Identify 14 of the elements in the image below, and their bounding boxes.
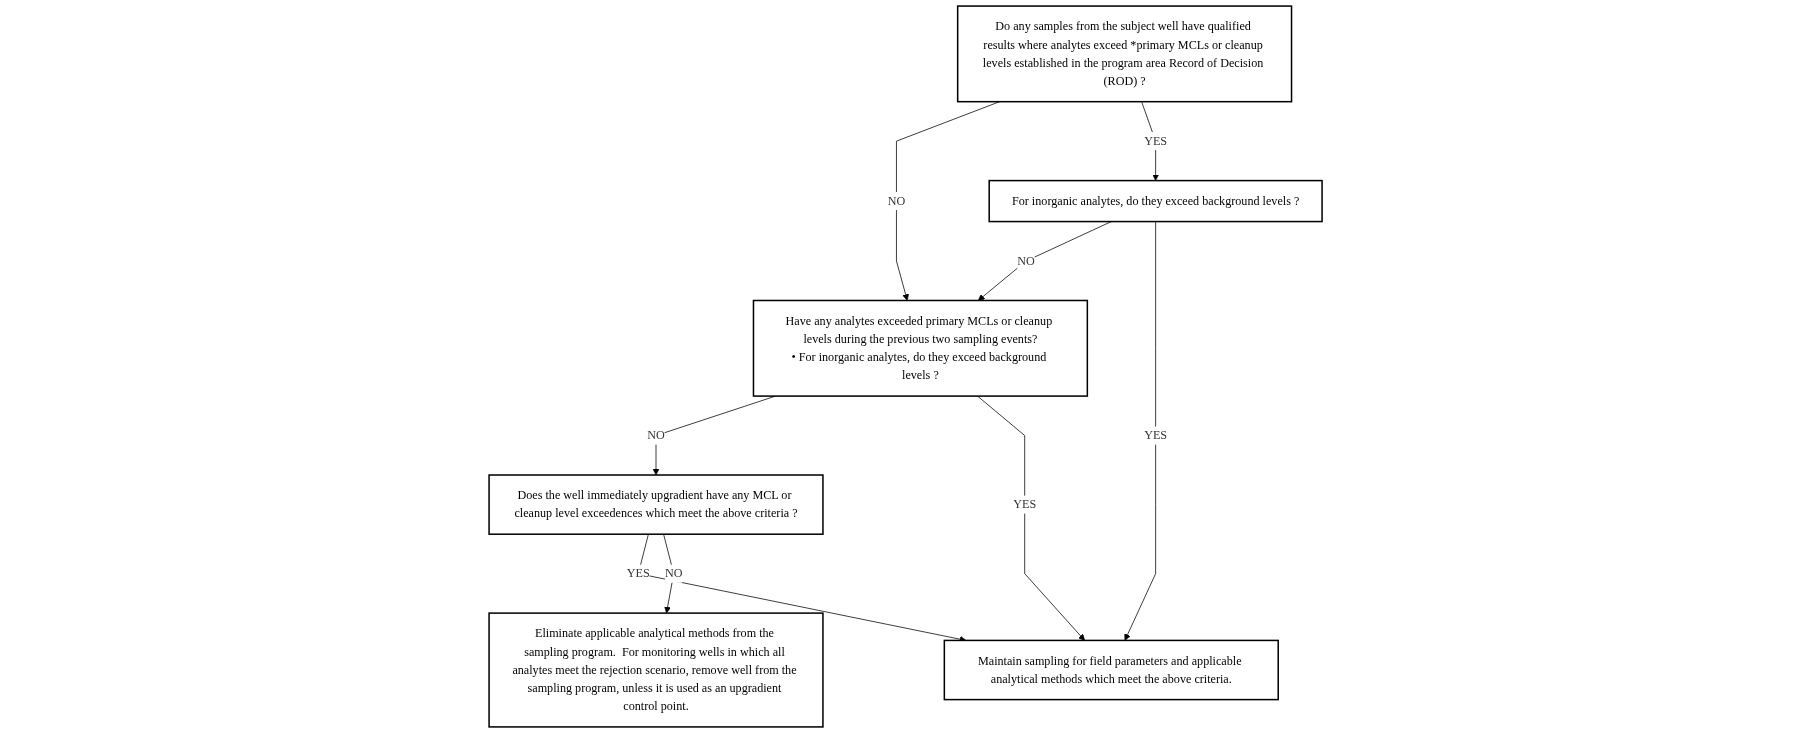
node-box: Do any samples from the subject well have qualified results where analytes exceed *primary MCLs or cleanup levels established in the program area Record of Decision (ROD) ? (957, 5, 1293, 103)
edge-label: NO (665, 566, 683, 580)
node-box: Have any analytes exceeded primary MCLs or cleanup levels during the previous two sampling events? • For inorganic analytes, do they exceed background levels ? (753, 299, 1089, 397)
node-box: For inorganic analytes, do they exceed background levels ? (988, 179, 1324, 223)
node-box: Eliminate applicable analytical methods from the sampling program. For monitoring wells in which all analytes meet the rejection scenario, remove well from the sampling program, unless it is used as an upgradient control point. (488, 612, 825, 728)
edge-label: NO (888, 194, 906, 208)
node-box: Does the well immediately upgradient have any MCL or cleanup level exceedences which meet the above criteria ? (488, 474, 825, 535)
edge-label: YES (1144, 428, 1168, 442)
node-box: Maintain sampling for field parameters and applicable analytical methods which meet the above criteria. (944, 639, 1280, 701)
edge-label: YES (1144, 134, 1168, 148)
edge-label: NO (1017, 254, 1036, 268)
edge-label: YES (627, 566, 651, 580)
edge-label: YES (1013, 497, 1037, 511)
edge-label: NO (647, 428, 666, 442)
